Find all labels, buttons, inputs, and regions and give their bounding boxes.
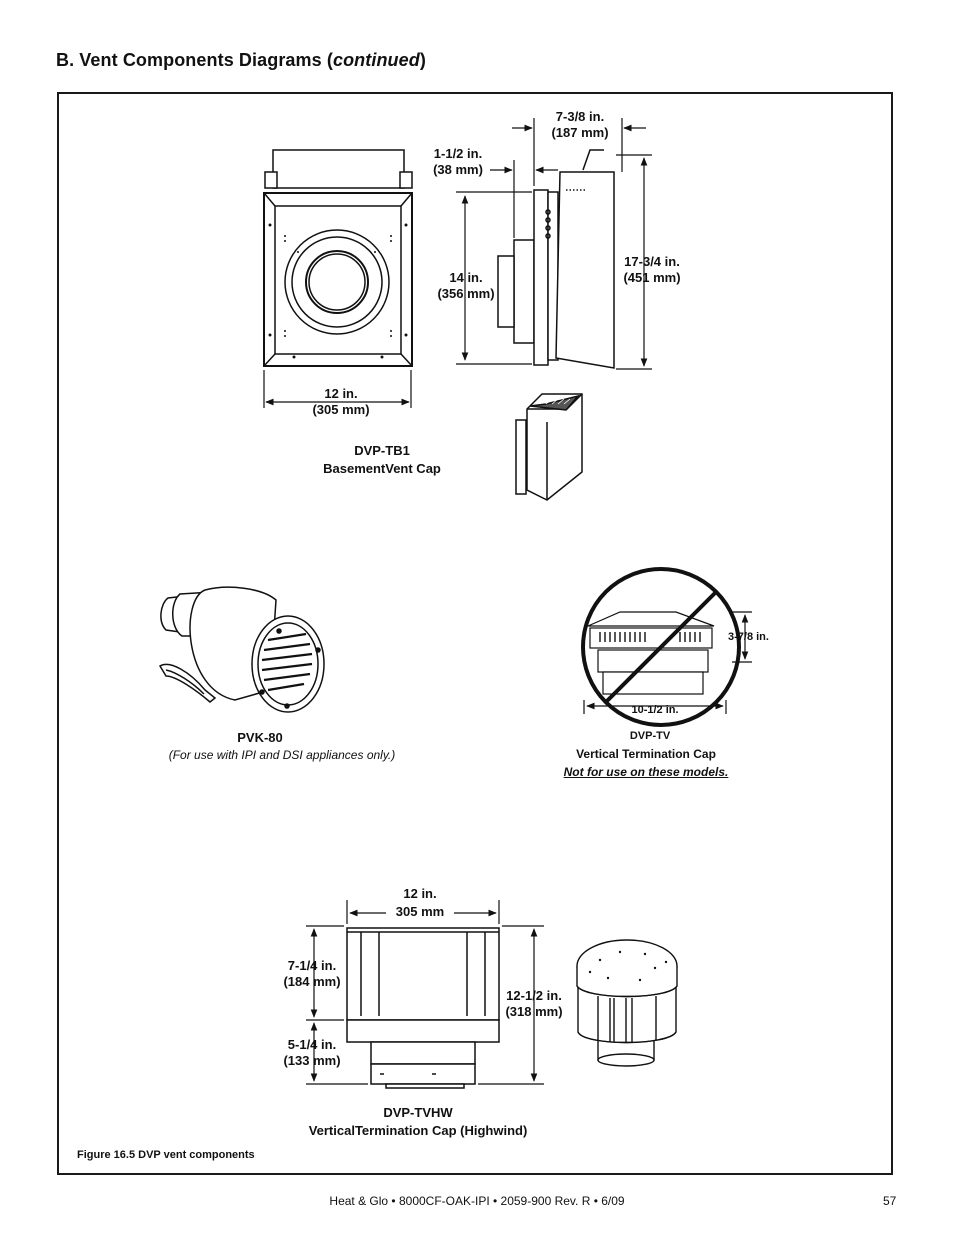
- tb1-width-dimension: [263, 370, 412, 408]
- dvp-tv-drawing: [581, 567, 752, 727]
- tb1-side-dimensions: [456, 118, 652, 370]
- tb1-width-label: 12 in.(305 mm): [312, 386, 370, 417]
- tv-width-label: 10-1/2 in.: [631, 704, 679, 716]
- tb1-height-label: 14 in.(356 mm): [437, 270, 495, 301]
- pvk-80-name: PVK-80: [237, 730, 283, 745]
- page-footer: Heat & Glo • 8000CF-OAK-IPI • 2059-900 R…: [329, 1194, 625, 1208]
- heading-text: B. Vent Components Diagrams (: [56, 50, 333, 70]
- tv-name: DVP-TV: [629, 730, 671, 742]
- dvp-tvhw-front-view: [346, 927, 500, 1089]
- pvk-80-drawing: [158, 586, 325, 713]
- figure-caption: Figure 16.5 DVP vent components: [77, 1149, 255, 1161]
- figure-frame: [57, 92, 893, 1175]
- pvk-80-note: (For use with IPI and DSI appliances onl…: [168, 748, 396, 762]
- tvhw-upper-label: 7-1/4 in.(184 mm): [283, 958, 341, 989]
- heading-close: ): [419, 50, 426, 70]
- tvhw-width-in: 12 in.: [403, 886, 437, 901]
- tv-desc: Vertical Termination Cap: [576, 747, 716, 761]
- dvp-tvhw-dimensions: [306, 900, 544, 1085]
- tb1-depth-label: 7-3/8 in.(187 mm): [551, 109, 609, 140]
- tb1-side-label: 1-1/2 in.(38 mm): [433, 146, 483, 177]
- tvhw-total-label: 12-1/2 in.(318 mm): [505, 988, 563, 1019]
- tvhw-width-mm: 305 mm: [386, 904, 454, 920]
- tb1-side-view: [497, 149, 615, 369]
- tvhw-lower-label: 5-1/4 in.(133 mm): [283, 1037, 341, 1068]
- dvp-tvhw-isometric-view: [576, 939, 678, 1067]
- tb1-front-view: [263, 149, 413, 367]
- page-number: 57: [883, 1194, 897, 1208]
- heading-italic: continued: [332, 50, 420, 70]
- tv-warning: Not for use on these models.: [563, 765, 729, 779]
- tv-height-label: 3-7/8 in.: [728, 631, 769, 643]
- section-heading: B. Vent Components Diagrams (continued): [56, 50, 426, 71]
- tb1-tall-label: 17-3/4 in.(451 mm): [623, 254, 681, 285]
- tb1-isometric-view: [515, 393, 583, 501]
